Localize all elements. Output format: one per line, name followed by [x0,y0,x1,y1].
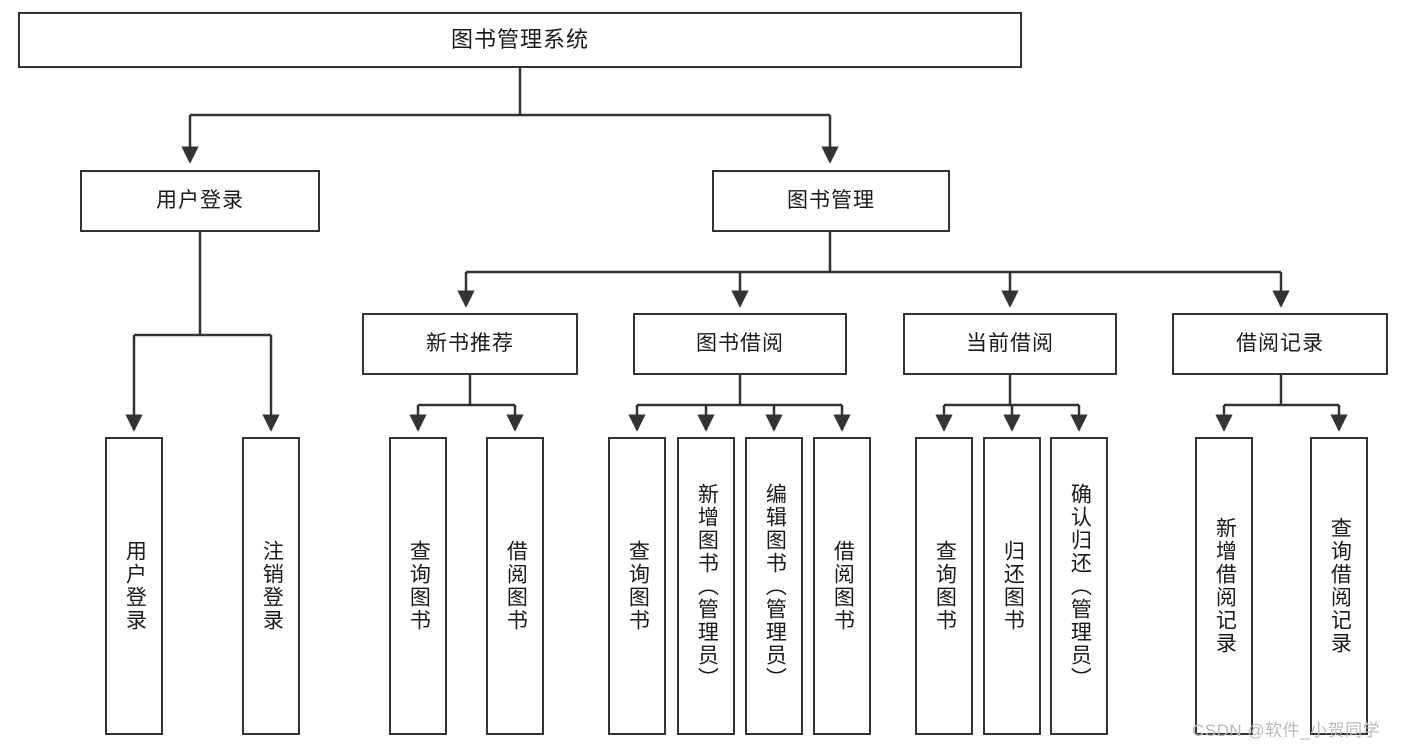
leaf-confirm-return[interactable]: 确认归还（管理员） [1050,437,1108,735]
leaf-query-book-3[interactable]: 查询图书 [915,437,973,735]
leaf-label: 确认归还（管理员） [1068,482,1092,690]
leaf-query-book-2[interactable]: 查询图书 [608,437,666,735]
leaf-label: 用户登录 [123,540,147,632]
leaf-logout-login[interactable]: 注销登录 [242,437,300,735]
leaf-return-book[interactable]: 归还图书 [983,437,1041,735]
node-root-system[interactable]: 图书管理系统 [18,12,1022,68]
node-new-book-recommend[interactable]: 新书推荐 [362,313,578,375]
leaf-label: 新增图书（管理员） [695,482,719,690]
node-book-manage[interactable]: 图书管理 [712,170,950,232]
node-user-login[interactable]: 用户登录 [80,170,320,232]
leaf-borrow-book-1[interactable]: 借阅图书 [486,437,544,735]
leaf-borrow-book-2[interactable]: 借阅图书 [813,437,871,735]
leaf-edit-book[interactable]: 编辑图书（管理员） [745,437,803,735]
node-current-borrow[interactable]: 当前借阅 [903,313,1117,375]
leaf-label: 借阅图书 [831,540,855,632]
leaf-label: 查询图书 [933,540,957,632]
leaf-label: 编辑图书（管理员） [763,482,787,690]
leaf-query-record[interactable]: 查询借阅记录 [1310,437,1368,735]
leaf-label: 查询借阅记录 [1328,517,1352,655]
node-borrow-record[interactable]: 借阅记录 [1172,313,1388,375]
leaf-label: 新增借阅记录 [1213,517,1237,655]
leaf-add-book[interactable]: 新增图书（管理员） [677,437,735,735]
leaf-label: 查询图书 [407,540,431,632]
leaf-user-login[interactable]: 用户登录 [105,437,163,735]
leaf-query-book-1[interactable]: 查询图书 [389,437,447,735]
node-book-borrow[interactable]: 图书借阅 [633,313,847,375]
leaf-label: 注销登录 [260,540,284,632]
leaf-add-record[interactable]: 新增借阅记录 [1195,437,1253,735]
leaf-label: 归还图书 [1001,540,1025,632]
leaf-label: 借阅图书 [504,540,528,632]
leaf-label: 查询图书 [626,540,650,632]
